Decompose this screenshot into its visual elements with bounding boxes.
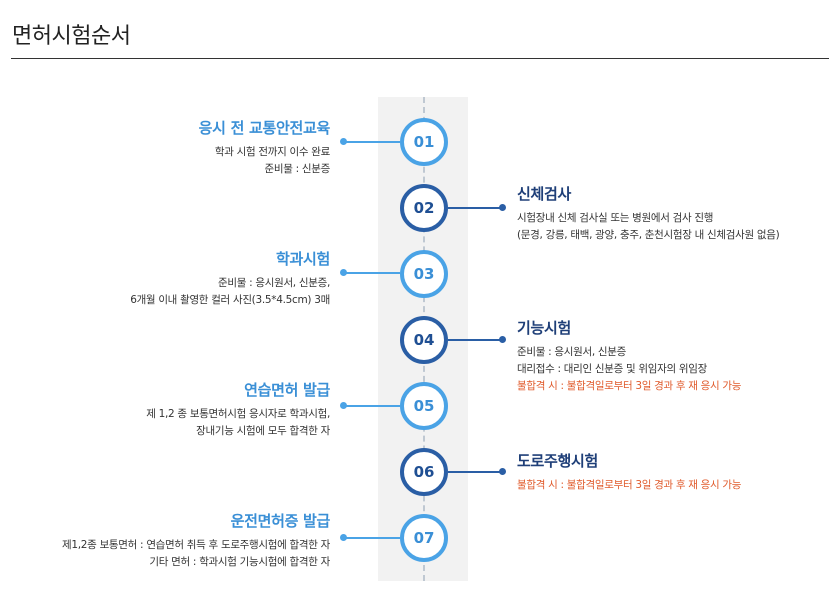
- step-07-block: 운전면허증 발급 제1,2종 보통면허 : 연습면허 취득 후 도로주행시험에 …: [62, 510, 330, 571]
- step-warning: 불합격 시 : 불합격일로부터 3일 경과 후 재 응시 가능: [517, 380, 742, 392]
- step-title: 학과시험: [275, 250, 330, 268]
- step-05-circle: 05: [400, 382, 448, 430]
- step-07-circle: 07: [400, 514, 448, 562]
- step-01-circle: 01: [400, 118, 448, 166]
- step-title: 신체검사: [517, 185, 572, 203]
- step-warning: 불합격 시 : 불합격일로부터 3일 경과 후 재 응시 가능: [517, 479, 742, 491]
- step-04-block: 기능시험 준비물 : 응시원서, 신분증 대리접수 : 대리인 신분증 및 위임…: [517, 317, 741, 395]
- step-05-dot: [340, 402, 347, 409]
- step-03-circle: 03: [400, 250, 448, 298]
- step-06-circle: 06: [400, 448, 448, 496]
- title-divider: [11, 58, 829, 59]
- step-number: 06: [413, 463, 435, 481]
- step-title: 운전면허증 발급: [230, 512, 331, 530]
- step-title: 연습면허 발급: [244, 381, 330, 399]
- step-detail: 장내기능 시험에 모두 합격한 자: [196, 425, 330, 437]
- step-03-block: 학과시험 준비물 : 응시원서, 신분증, 6개월 이내 촬영한 컬러 사진(3…: [130, 248, 330, 309]
- step-detail: 제1,2종 보통면허 : 연습면허 취득 후 도로주행시험에 합격한 자: [62, 539, 330, 551]
- step-title: 기능시험: [517, 319, 572, 337]
- step-01-connector: [344, 141, 400, 143]
- step-05-block: 연습면허 발급 제 1,2 종 보통면허시험 응시자로 학과시험, 장내기능 시…: [146, 379, 330, 440]
- step-02-circle: 02: [400, 184, 448, 232]
- step-03-dot: [340, 269, 347, 276]
- step-number: 03: [413, 265, 435, 283]
- step-detail: 준비물 : 신분증: [264, 163, 331, 175]
- step-number: 05: [413, 397, 435, 415]
- step-01-block: 응시 전 교통안전교육 학과 시험 전까지 이수 완료 준비물 : 신분증: [198, 117, 331, 178]
- step-07-connector: [344, 537, 400, 539]
- step-06-block: 도로주행시험 불합격 시 : 불합격일로부터 3일 경과 후 재 응시 가능: [517, 450, 741, 494]
- step-detail: 제 1,2 종 보통면허시험 응시자로 학과시험,: [146, 408, 330, 420]
- step-detail: 준비물 : 응시원서, 신분증: [517, 346, 626, 358]
- step-02-dot: [499, 204, 506, 211]
- step-number: 04: [413, 331, 435, 349]
- step-01-dot: [340, 138, 347, 145]
- step-04-dot: [499, 336, 506, 343]
- step-number: 07: [413, 529, 435, 547]
- step-detail: (문경, 강릉, 태백, 광양, 충주, 춘천시험장 내 신체검사원 없음): [517, 229, 780, 241]
- step-number: 01: [413, 133, 435, 151]
- step-03-connector: [344, 272, 400, 274]
- step-06-dot: [499, 468, 506, 475]
- step-04-circle: 04: [400, 316, 448, 364]
- step-title: 도로주행시험: [517, 452, 599, 470]
- step-title: 응시 전 교통안전교육: [198, 119, 331, 137]
- step-detail: 시험장내 신체 검사실 또는 병원에서 검사 진행: [517, 212, 714, 224]
- step-02-connector: [448, 207, 502, 209]
- step-07-dot: [340, 534, 347, 541]
- step-detail: 준비물 : 응시원서, 신분증,: [217, 277, 330, 289]
- step-02-block: 신체검사 시험장내 신체 검사실 또는 병원에서 검사 진행 (문경, 강릉, …: [517, 183, 780, 244]
- step-05-connector: [344, 405, 400, 407]
- step-detail: 학과 시험 전까지 이수 완료: [214, 146, 330, 158]
- step-06-connector: [448, 471, 502, 473]
- page-title: 면허시험순서: [12, 24, 131, 49]
- step-detail: 기타 면허 : 학과시험 기능시험에 합격한 자: [149, 556, 330, 568]
- step-number: 02: [413, 199, 435, 217]
- step-detail: 대리접수 : 대리인 신분증 및 위임자의 위임장: [517, 363, 707, 375]
- step-04-connector: [448, 339, 502, 341]
- step-detail: 6개월 이내 촬영한 컬러 사진(3.5*4.5cm) 3매: [130, 294, 330, 306]
